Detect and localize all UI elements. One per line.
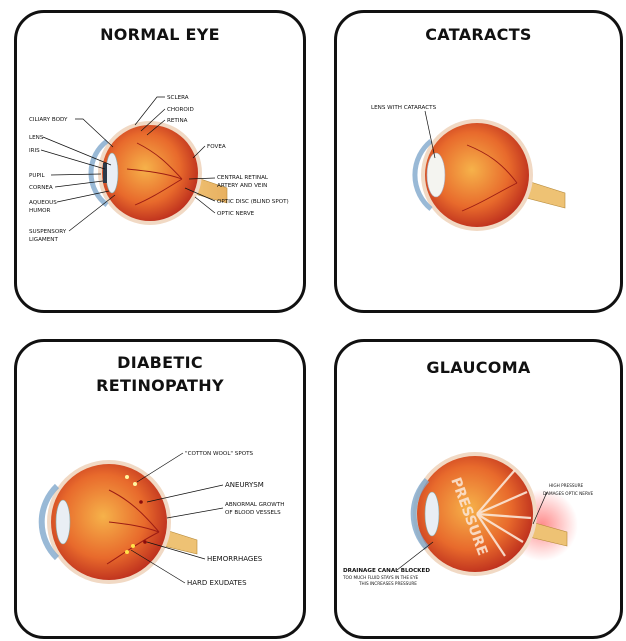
label-fovea: FOVEA bbox=[207, 144, 226, 150]
label-choroid: CHOROID bbox=[167, 107, 194, 113]
lens-shape bbox=[106, 153, 118, 193]
label-aqueous-2: HUMOR bbox=[29, 208, 51, 214]
label-aqueous-1: AQUEOUS bbox=[29, 200, 57, 206]
label-drainage-blocked: DRAINAGE CANAL BLOCKED bbox=[343, 568, 430, 574]
label-abnormal-2: OF BLOOD VESSELS bbox=[225, 510, 281, 516]
label-hemorrhages: HEMORRHAGES bbox=[207, 555, 263, 563]
label-pupil: PUPIL bbox=[29, 173, 45, 179]
label-fluid-2: THIS INCREASES PRESSURE bbox=[358, 581, 417, 586]
panel-glaucoma: GLAUCOMA PRESSURE HIGH PRESSURE DAMAGES … bbox=[334, 339, 623, 639]
label-ciliary-body: CILIARY BODY bbox=[29, 117, 68, 123]
label-high-pressure-1: HIGH PRESSURE bbox=[549, 483, 583, 488]
label-iris: IRIS bbox=[29, 148, 40, 154]
panel-diabetic-retinopathy: DIABETIC RETINOPATHY "COTTON WOOL" SPOTS… bbox=[14, 339, 306, 639]
label-suspensory-1: SUSPENSORY bbox=[29, 229, 67, 235]
label-lens: LENS bbox=[29, 135, 44, 141]
cataracts-eye-diagram: LENS WITH CATARACTS bbox=[337, 13, 623, 313]
panel-cataracts: CATARACTS LENS WITH CATARACTS bbox=[334, 10, 623, 313]
label-lens-cataracts: LENS WITH CATARACTS bbox=[371, 105, 437, 111]
cataract-lens-shape bbox=[427, 153, 445, 197]
label-central-2: ARTERY AND VEIN bbox=[217, 183, 267, 189]
label-hard-exudates: HARD EXUDATES bbox=[187, 579, 247, 587]
glaucoma-eye-diagram: PRESSURE HIGH PRESSURE DAMAGES OPTIC NER… bbox=[337, 342, 623, 639]
diabetic-eye-diagram: "COTTON WOOL" SPOTS ANEURYSM ABNORMAL GR… bbox=[17, 342, 306, 639]
label-cotton-wool: "COTTON WOOL" SPOTS bbox=[185, 451, 254, 457]
normal-eye-diagram: SCLERA CHOROID RETINA CILIARY BODY LENS … bbox=[17, 13, 306, 313]
label-fluid-1: TOO MUCH FLUID STAYS IN THE EYE bbox=[342, 575, 419, 580]
panel-normal-eye: NORMAL EYE SCLERA CHOROID RETINA CILIARY… bbox=[14, 10, 306, 313]
label-sclera: SCLERA bbox=[167, 95, 189, 101]
label-optic-disc: OPTIC DISC (BLIND SPOT) bbox=[217, 199, 289, 205]
label-high-pressure-2: DAMAGES OPTIC NERVE bbox=[543, 491, 593, 496]
label-retina: RETINA bbox=[167, 118, 188, 124]
label-abnormal-1: ABNORMAL GROWTH bbox=[225, 502, 284, 508]
label-aneurysm: ANEURYSM bbox=[225, 481, 264, 489]
label-cornea: CORNEA bbox=[29, 185, 53, 191]
label-optic-nerve: OPTIC NERVE bbox=[217, 211, 255, 217]
label-central-1: CENTRAL RETINAL bbox=[217, 175, 269, 181]
label-suspensory-2: LIGAMENT bbox=[29, 237, 58, 243]
